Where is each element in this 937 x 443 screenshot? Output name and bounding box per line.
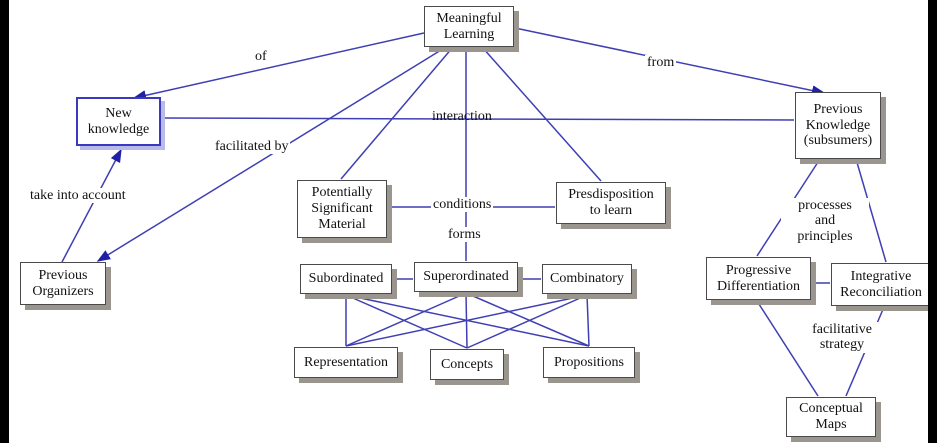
node-meaningful-learning: Meaningful Learning [424, 6, 514, 47]
node-integrative-reconciliation: Integrative Reconciliation [831, 263, 931, 306]
edge-label-forms: forms [446, 227, 483, 243]
node-previous-organizers: Previous Organizers [20, 262, 106, 305]
node-concepts: Concepts [430, 349, 504, 380]
node-new-knowledge: New knowledge [76, 97, 161, 146]
edge-label-conditions: conditions [431, 197, 494, 213]
node-potentially-significant-material: Potentially Significant Material [297, 180, 387, 238]
left-black-bar [0, 0, 9, 443]
node-representation: Representation [294, 347, 398, 378]
edge-label-of: of [253, 49, 269, 65]
edge-label-facilitative-strategy: facilitative strategy [797, 322, 887, 353]
node-combinatory: Combinatory [542, 264, 632, 294]
edge-label-interaction: interaction [432, 109, 492, 124]
right-black-bar [928, 0, 937, 443]
node-presdisposition-to-learn: Presdisposition to learn [556, 182, 666, 224]
node-conceptual-maps: Conceptual Maps [786, 397, 876, 437]
node-previous-knowledge: Previous Knowledge (subsumers) [795, 92, 881, 159]
node-subordinated: Subordinated [300, 264, 392, 294]
edge-label-take-into-account: take into account [28, 188, 128, 204]
edge-label-processes-and-principles: processes and principles [781, 198, 869, 245]
node-progressive-differentiation: Progressive Differentiation [706, 257, 811, 300]
edge-label-from: from [645, 55, 677, 71]
node-superordinated: Superordinated [414, 262, 518, 292]
edge-label-facilitated-by: facilitated by [213, 139, 291, 155]
node-propositions: Propositions [543, 347, 635, 378]
